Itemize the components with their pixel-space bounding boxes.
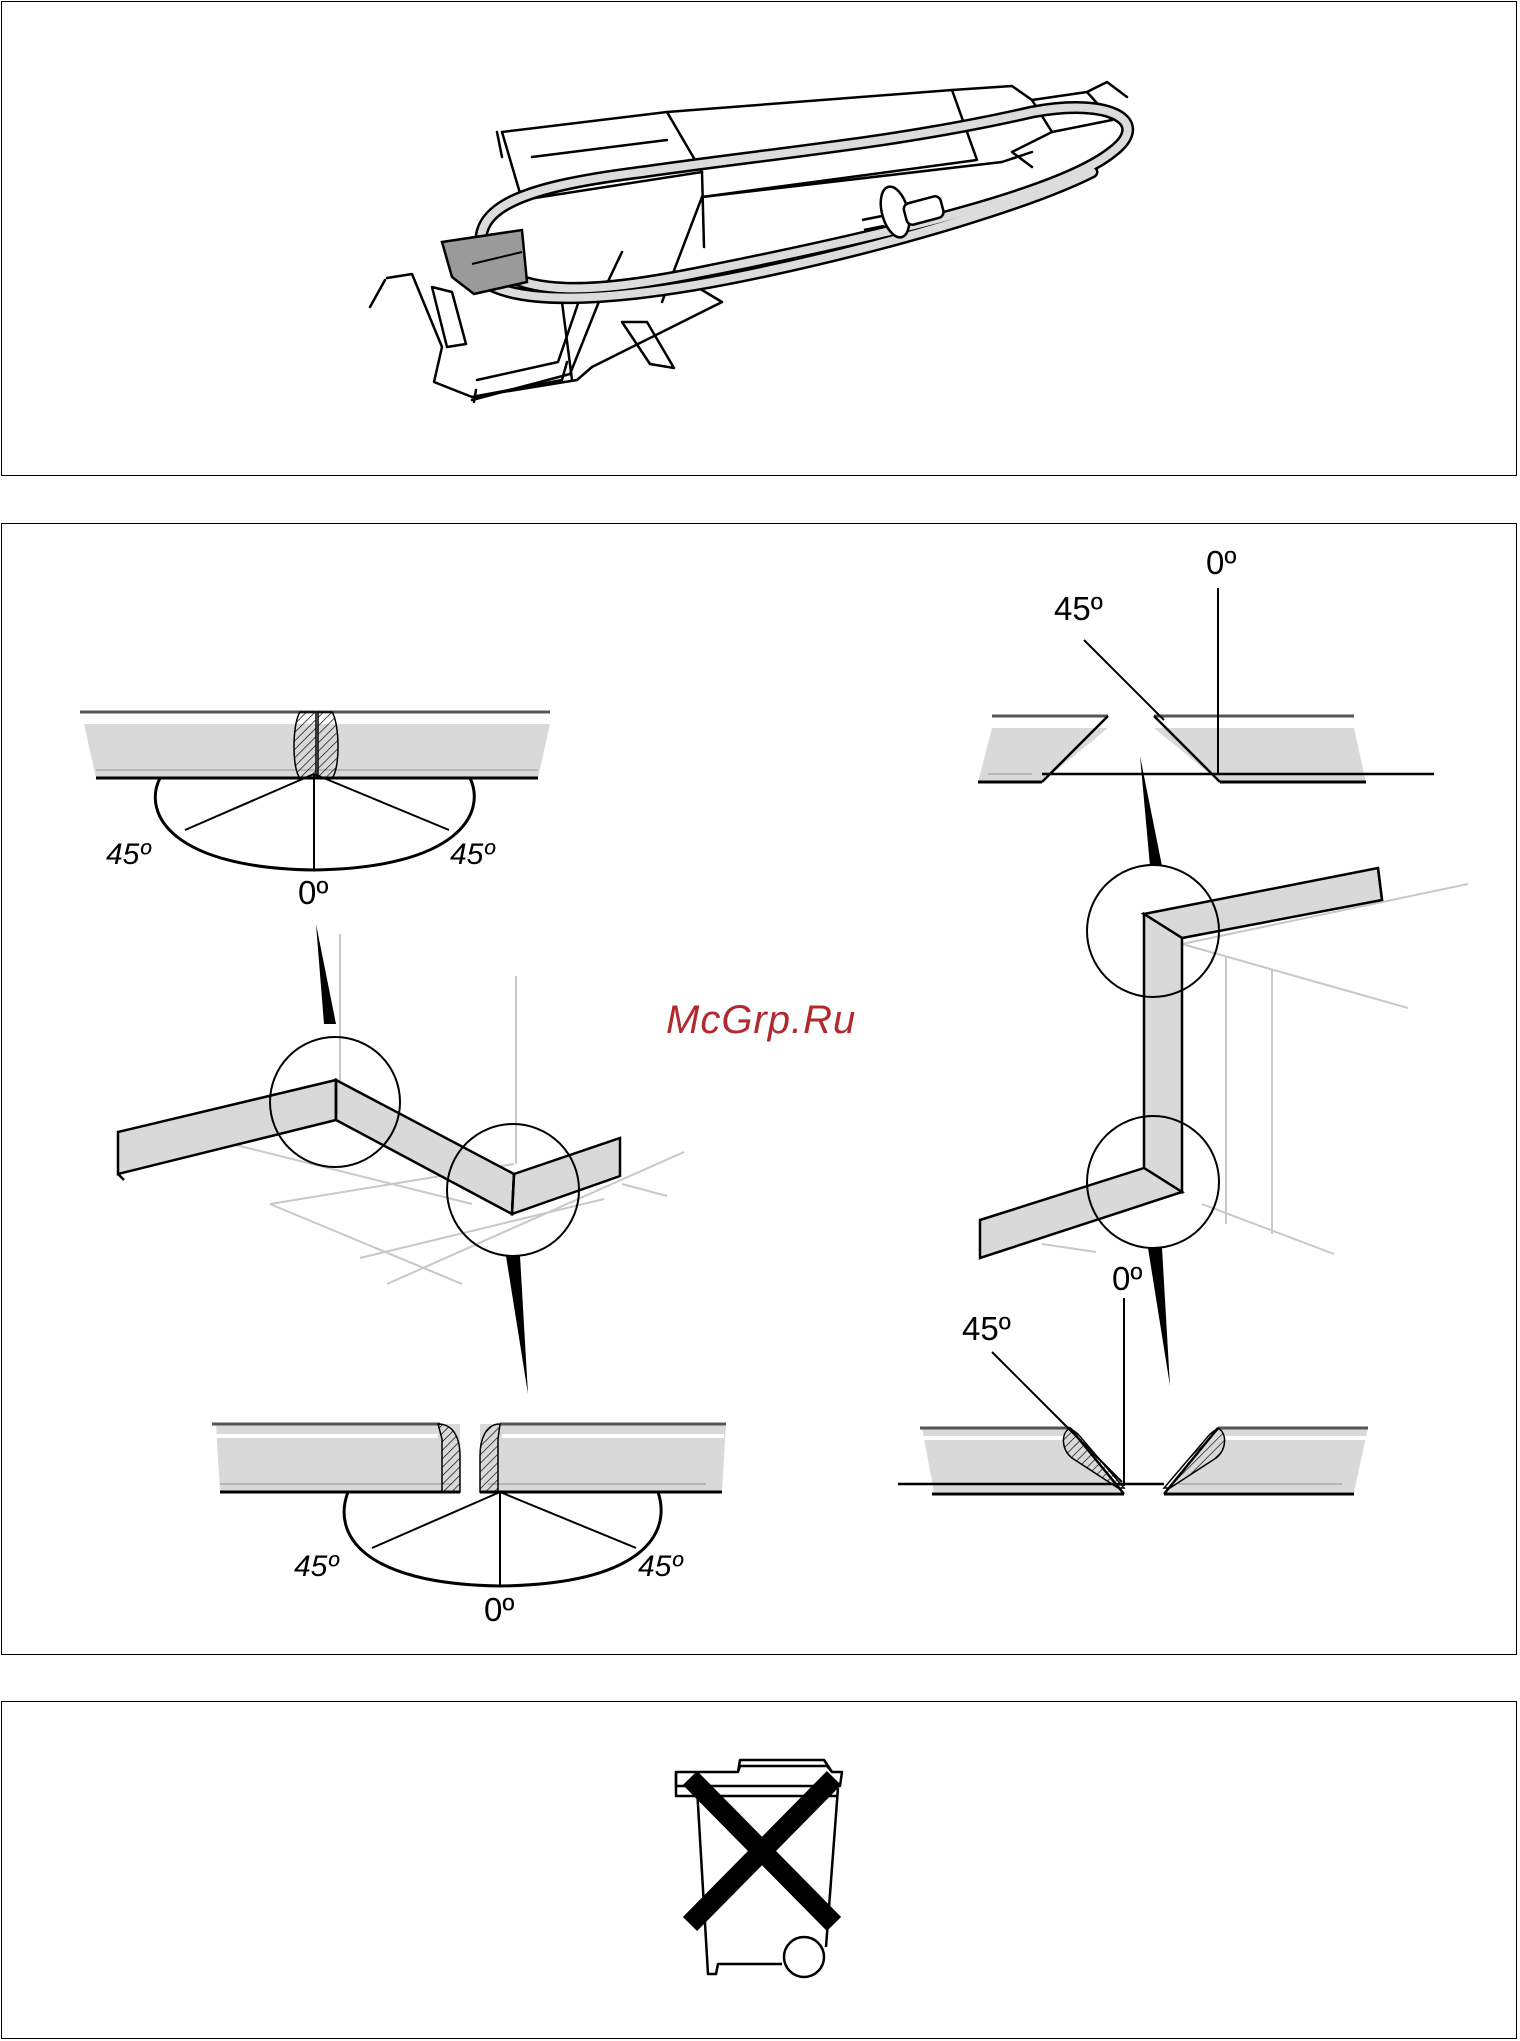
- angle-label-0-bottom-right: 0º: [1112, 1260, 1142, 1297]
- tool-with-cord-illustration: [2, 2, 1518, 477]
- top-right-profile: [978, 588, 1434, 782]
- angle-label-0: 0º: [298, 874, 328, 911]
- bent-profile-right: [980, 865, 1468, 1258]
- angle-label-45-bottom-right: 45º: [962, 1310, 1011, 1347]
- pointer-wedge-3: [1140, 756, 1162, 866]
- disposal-panel: [1, 1701, 1517, 2039]
- pointer-wedge-4: [1148, 1248, 1170, 1386]
- mitre-diagrams: 45º 0º 45º: [2, 524, 1518, 1656]
- pointer-wedge-2: [506, 1256, 528, 1394]
- tool-storage-panel: [1, 1, 1517, 476]
- pointer-wedge: [316, 924, 336, 1024]
- mitre-cut-panel: 45º 0º 45º: [1, 523, 1517, 1655]
- angle-label-45-right: 45º: [450, 838, 496, 871]
- angle-label-45-left: 45º: [106, 838, 152, 871]
- angle-label-0-top-right: 0º: [1206, 544, 1236, 581]
- angle-label-45-left-bottom: 45º: [294, 1550, 340, 1583]
- bent-profile-left: [118, 934, 684, 1284]
- angle-label-45-right-bottom: 45º: [638, 1550, 684, 1583]
- watermark: McGrp.Ru: [666, 998, 856, 1043]
- crossed-out-wheelie-bin-icon: [2, 1702, 1518, 2040]
- angle-label-0-bottom: 0º: [484, 1591, 514, 1628]
- angle-label-45-top-right: 45º: [1054, 590, 1103, 627]
